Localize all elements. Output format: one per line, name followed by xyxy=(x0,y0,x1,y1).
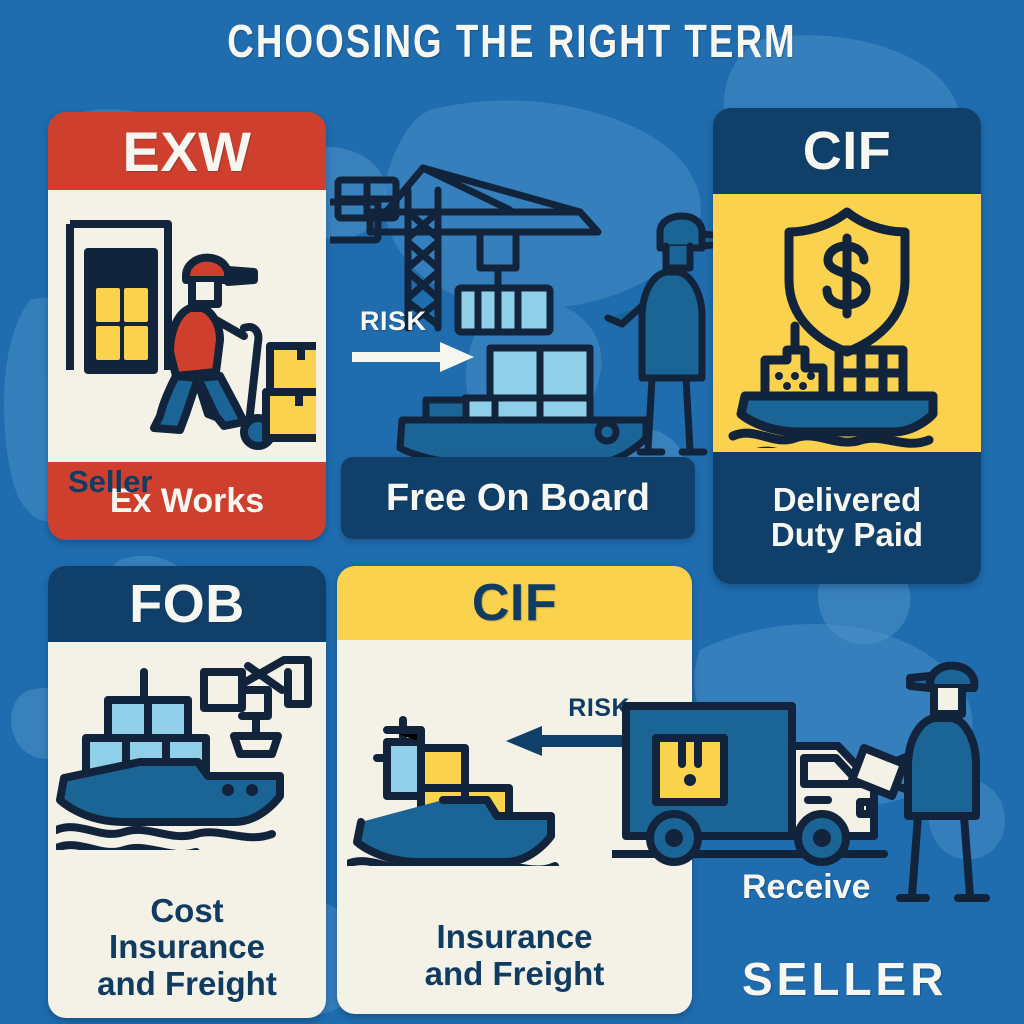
card-ddp-code: CIF xyxy=(713,108,981,194)
card-exw-illustration: Seller xyxy=(48,190,326,499)
card-ddp-illustration xyxy=(713,194,981,452)
card-ddp-caption-line1: Delivered xyxy=(772,481,922,519)
card-cif-caption-line1: Insurance xyxy=(436,918,593,956)
port-crane-ship-scene xyxy=(330,120,730,460)
seller-label-large: SELLER xyxy=(742,953,948,1005)
risk-arrow-right: RISK xyxy=(352,306,476,378)
seller-label-small: Seller xyxy=(68,464,153,499)
free-on-board-banner: Free On Board xyxy=(341,457,695,539)
card-exw-code: EXW xyxy=(48,112,326,190)
cif-ship-art xyxy=(347,686,577,866)
card-fob-caption-line3: and Freight xyxy=(97,964,277,1002)
receive-label: Receive xyxy=(742,868,871,906)
card-cif-code: CIF xyxy=(337,566,692,640)
card-ddp-caption: Delivered Duty Paid xyxy=(713,452,981,584)
card-fob-caption: Cost Insurance and Freight xyxy=(48,892,326,1002)
card-ddp[interactable]: CIF xyxy=(713,108,981,584)
risk-label-top: RISK xyxy=(360,306,427,336)
card-ddp-caption-line2: Duty Paid xyxy=(770,516,924,553)
delivery-truck-scene xyxy=(612,660,1012,920)
card-fob[interactable]: FOB xyxy=(48,566,326,1018)
card-fob-illustration: Cost Insurance and Freight xyxy=(48,642,326,1018)
card-fob-caption-line1: Cost xyxy=(150,892,224,930)
card-exw-caption: Ex Works xyxy=(48,462,326,540)
risk-arrow-left: RISK xyxy=(502,694,632,760)
card-fob-code: FOB xyxy=(48,566,326,642)
page-title: CHOOSING THE RIGHT TERM xyxy=(227,15,797,67)
ship-and-crane-art xyxy=(56,650,318,850)
card-exw[interactable]: EXW xyxy=(48,112,326,540)
risk-label-bottom: RISK xyxy=(568,694,630,722)
card-cif-caption-line2: and Freight xyxy=(424,954,605,992)
card-fob-caption-line2: Insurance xyxy=(109,928,265,966)
warehouse-worker-art xyxy=(58,200,316,458)
insured-ship-art xyxy=(727,200,967,448)
card-cif-caption: Insurance and Freight xyxy=(337,919,692,992)
